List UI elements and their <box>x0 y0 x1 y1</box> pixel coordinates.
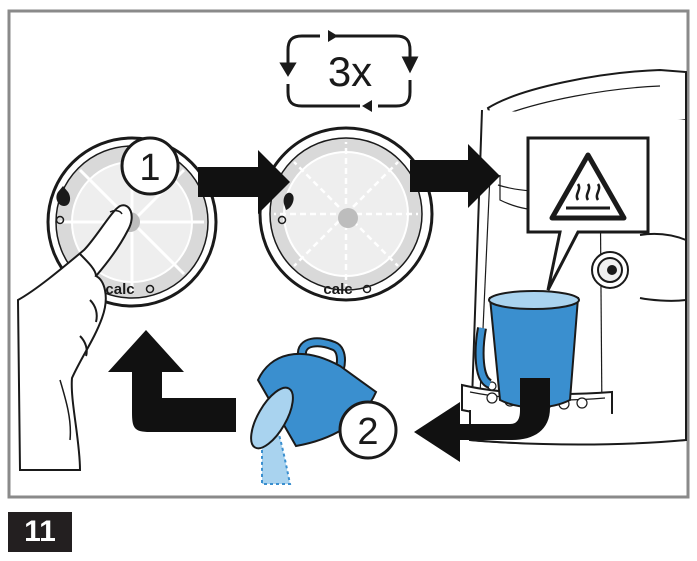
flow-arrows <box>108 144 550 462</box>
arrow-right-2 <box>410 144 500 208</box>
cup-under-machine <box>474 290 580 409</box>
hot-surface-warning-icon <box>526 136 650 291</box>
coffee-machine <box>461 68 687 446</box>
dial-calc-label-1: calc <box>105 281 134 298</box>
arrow-up <box>108 330 236 432</box>
step-callout-1-label: 1 <box>139 147 160 189</box>
pointing-hand-icon <box>16 204 133 471</box>
descale-icon <box>56 186 71 206</box>
step-number-badge: 11 <box>8 512 72 552</box>
arrow-right-1 <box>198 150 290 214</box>
descale-icon-2 <box>283 192 294 210</box>
step-callout-2-label: 2 <box>357 411 378 453</box>
arrow-back-left <box>414 378 550 462</box>
repeat-count-label: 3x <box>328 48 372 95</box>
repeat-cycle-icon <box>279 30 419 112</box>
dial-calc-label-2: calc <box>323 281 352 298</box>
step-callout-1 <box>120 136 180 196</box>
step-callout-2 <box>338 400 398 460</box>
descaling-dial-released <box>258 126 434 302</box>
